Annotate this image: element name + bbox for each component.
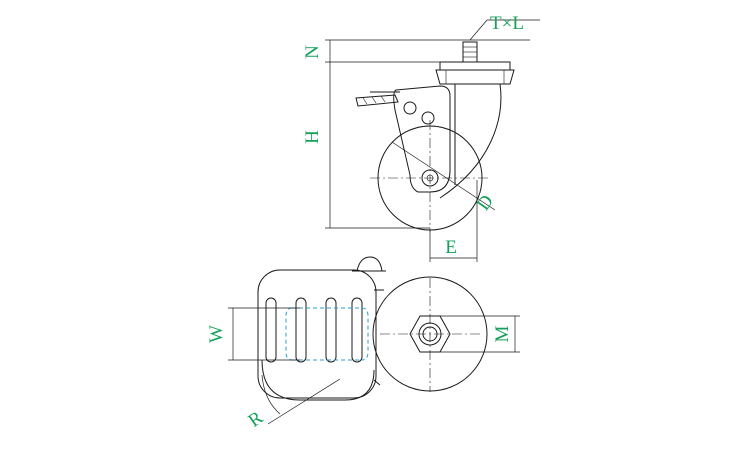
m-label: M bbox=[492, 325, 513, 342]
brake-pedal bbox=[355, 94, 399, 107]
n-label: N bbox=[302, 45, 323, 59]
r-label: R bbox=[245, 407, 268, 432]
fork-back bbox=[439, 83, 502, 199]
r-leader-line bbox=[267, 378, 341, 425]
stem-circle bbox=[422, 326, 438, 342]
e-label: E bbox=[445, 237, 457, 258]
slot-1 bbox=[265, 297, 277, 363]
brake-housing bbox=[257, 269, 377, 399]
hex-nut bbox=[439, 61, 511, 71]
hex-nut-top bbox=[409, 315, 451, 353]
rivet-2 bbox=[421, 111, 435, 125]
brake-knob bbox=[356, 256, 383, 272]
rivet-1 bbox=[403, 101, 417, 115]
bottom-view: W M R bbox=[206, 256, 520, 432]
tl-label: T×L bbox=[490, 13, 524, 34]
slot-3 bbox=[325, 297, 337, 363]
swivel-head bbox=[435, 69, 515, 85]
w-label: W bbox=[206, 325, 227, 343]
side-view: T×L N H D E bbox=[302, 13, 540, 262]
slot-4 bbox=[351, 297, 363, 363]
tl-leader-slant bbox=[469, 19, 488, 41]
slot-2 bbox=[295, 297, 307, 363]
hidden-wheel-outline bbox=[285, 307, 369, 361]
h-label: H bbox=[302, 130, 323, 144]
nut-outer-circle bbox=[418, 322, 442, 346]
d-dimension-line bbox=[391, 141, 496, 211]
